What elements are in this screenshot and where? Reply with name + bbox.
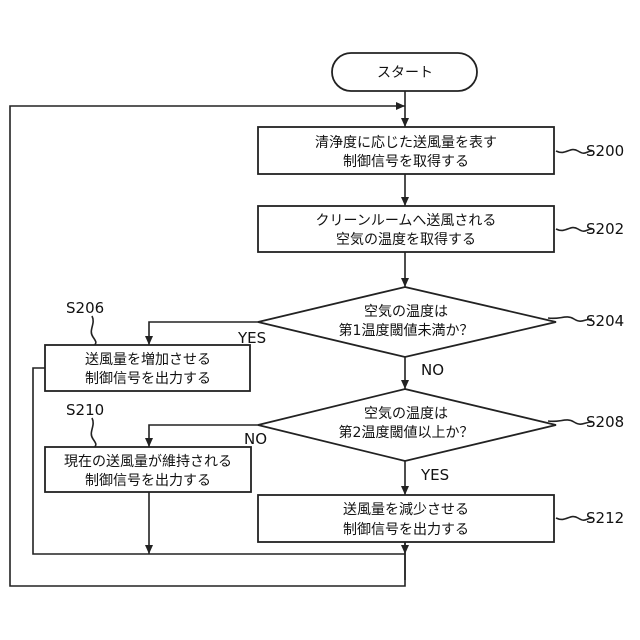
step-s210-line2: 制御信号を出力する: [85, 473, 211, 489]
step-s212-line2: 制御信号を出力する: [343, 522, 469, 538]
branch-s204-yes: YES: [237, 329, 266, 347]
leader-s206: [91, 316, 96, 345]
leader-s210: [91, 418, 96, 447]
step-s200-line1: 清浄度に応じた送風量を表す: [315, 135, 497, 151]
step-s202-line2: 空気の温度を取得する: [336, 231, 476, 248]
ref-s200: S200: [586, 142, 624, 160]
ref-s202: S202: [586, 220, 624, 238]
step-s202-line1: クリーンルームへ送風される: [316, 213, 497, 229]
step-s206-line2: 制御信号を出力する: [85, 371, 211, 387]
ref-s212: S212: [586, 509, 624, 527]
start-label: スタート: [377, 65, 433, 81]
step-s200-line2: 制御信号を取得する: [343, 153, 469, 170]
decision-s208-line1: 空気の温度は: [364, 406, 448, 422]
decision-s204-line1: 空気の温度は: [364, 304, 448, 320]
step-s210-line1: 現在の送風量が維持される: [64, 454, 232, 470]
step-s206-line1: 送風量を増加させる: [85, 352, 211, 368]
branch-s204-no: NO: [421, 361, 444, 379]
branch-s208-no: NO: [244, 430, 267, 448]
decision-s204: [258, 287, 556, 357]
decision-s208-line2: 第2温度閾値以上か？: [339, 424, 474, 441]
ref-s208: S208: [586, 413, 624, 431]
connector-s208-no-s210: [149, 425, 258, 447]
ref-s210: S210: [66, 401, 104, 419]
ref-s204: S204: [586, 312, 624, 330]
ref-s206: S206: [66, 299, 104, 317]
decision-s204-line2: 第1温度閾値未満か？: [339, 322, 474, 339]
branch-s208-yes: YES: [420, 466, 449, 484]
step-s212-line1: 送風量を減少させる: [343, 501, 469, 518]
